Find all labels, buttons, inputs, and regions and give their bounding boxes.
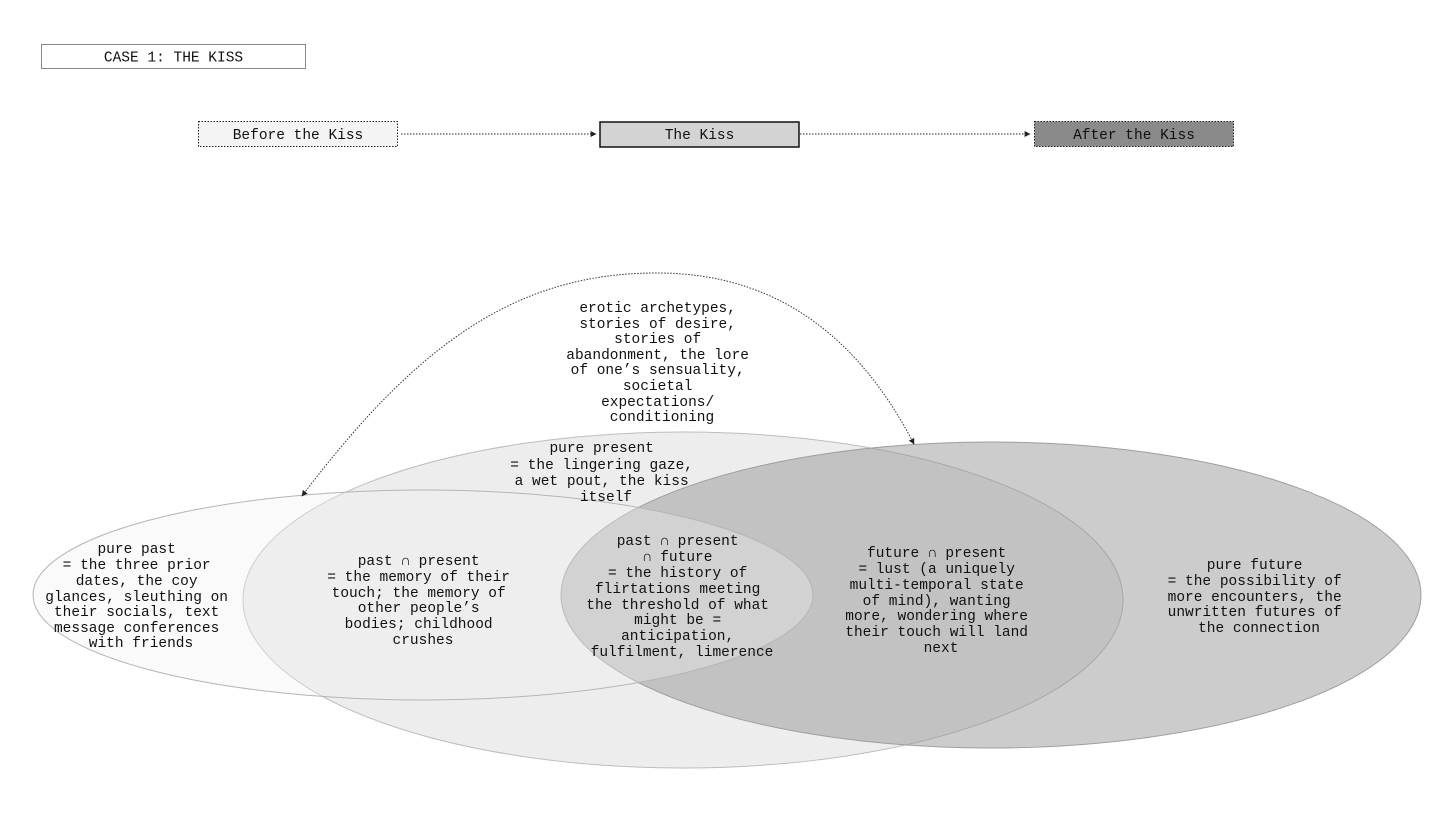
before-kiss-box	[198, 121, 398, 147]
title-box: CASE 1: THE KISS	[41, 44, 306, 69]
page-title: CASE 1: THE KISS	[104, 51, 243, 67]
pure-present-text: pure present = the lingering gaze, a wet…	[510, 441, 701, 506]
future-ellipse	[560, 441, 1422, 749]
after-kiss-box	[1034, 121, 1234, 147]
future-present-text: future ∩ present = lust (a uniquely mult…	[845, 546, 1036, 657]
venn-ellipses	[32, 431, 1422, 769]
pure-past-text: pure past = the three prior dates, the c…	[45, 542, 236, 652]
past-present-text: past ∩ present = the memory of their tou…	[327, 554, 518, 649]
present-ellipse	[242, 431, 1124, 769]
kiss-label: The Kiss	[665, 128, 735, 144]
timeline: Before the Kiss The Kiss After the Kiss	[198, 121, 1234, 148]
kiss-box	[599, 121, 800, 148]
pure-future-text: pure future = the possibility of more en…	[1168, 558, 1351, 637]
past-present-future-text: past ∩ present ∩ future = the history of…	[586, 534, 777, 661]
archetypes-text: erotic archetypes, stories of desire, st…	[566, 301, 757, 426]
before-kiss-label: Before the Kiss	[233, 128, 364, 144]
archetype-arc-arrow	[301, 272, 915, 497]
after-kiss-label: After the Kiss	[1073, 128, 1195, 144]
